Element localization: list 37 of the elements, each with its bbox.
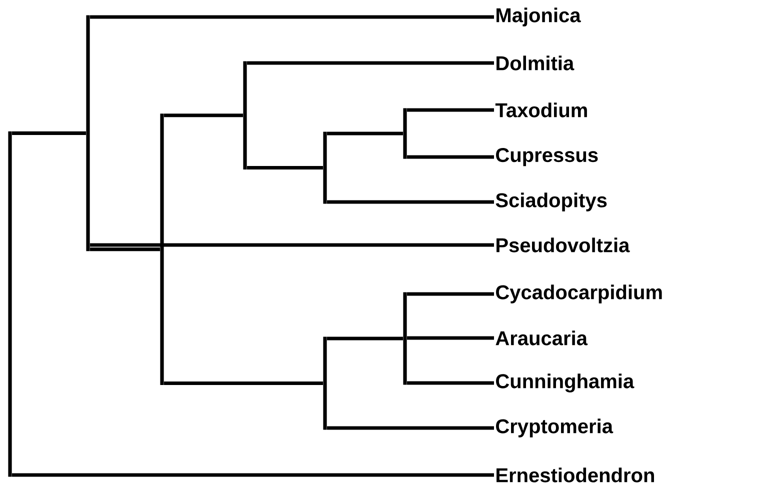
vertical-branch <box>8 131 12 477</box>
taxon-label: Cunninghamia <box>496 374 634 392</box>
horizontal-branch <box>12 473 494 477</box>
horizontal-branch <box>164 114 243 118</box>
horizontal-branch <box>90 15 494 19</box>
horizontal-branch <box>407 336 494 340</box>
horizontal-branch <box>407 292 494 296</box>
horizontal-branch <box>90 248 160 252</box>
horizontal-branch <box>247 61 494 65</box>
taxon-label: Ernestiodendron <box>496 468 654 482</box>
horizontal-branch <box>327 426 494 430</box>
taxon-label: Taxodium <box>495 102 587 118</box>
horizontal-branch <box>327 200 494 204</box>
vertical-branch <box>323 336 327 430</box>
taxon-label: Cycadocarpidium <box>496 284 662 304</box>
taxon-label: Dolmitia <box>496 56 574 70</box>
horizontal-branch <box>327 336 403 340</box>
taxon-label: Majonica <box>496 8 581 26</box>
vertical-branch <box>403 108 407 159</box>
taxon-label: Cupressus <box>496 148 598 166</box>
vertical-branch <box>403 292 407 385</box>
horizontal-branch <box>247 166 323 170</box>
horizontal-branch <box>407 381 494 385</box>
horizontal-branch <box>327 132 403 136</box>
vertical-branch <box>160 114 164 386</box>
horizontal-branch <box>407 155 494 159</box>
horizontal-branch <box>164 381 323 386</box>
vertical-branch <box>323 132 327 204</box>
taxon-label: Araucaria <box>496 330 588 346</box>
taxon-label: Cryptomeria <box>496 418 614 438</box>
taxon-label: Sciadopitys <box>496 192 607 212</box>
horizontal-branch <box>12 131 86 135</box>
vertical-branch <box>86 15 90 252</box>
horizontal-branch <box>90 243 494 247</box>
horizontal-branch <box>407 108 494 112</box>
vertical-branch <box>243 61 247 170</box>
taxon-label: Pseudovoltzia <box>496 238 630 252</box>
